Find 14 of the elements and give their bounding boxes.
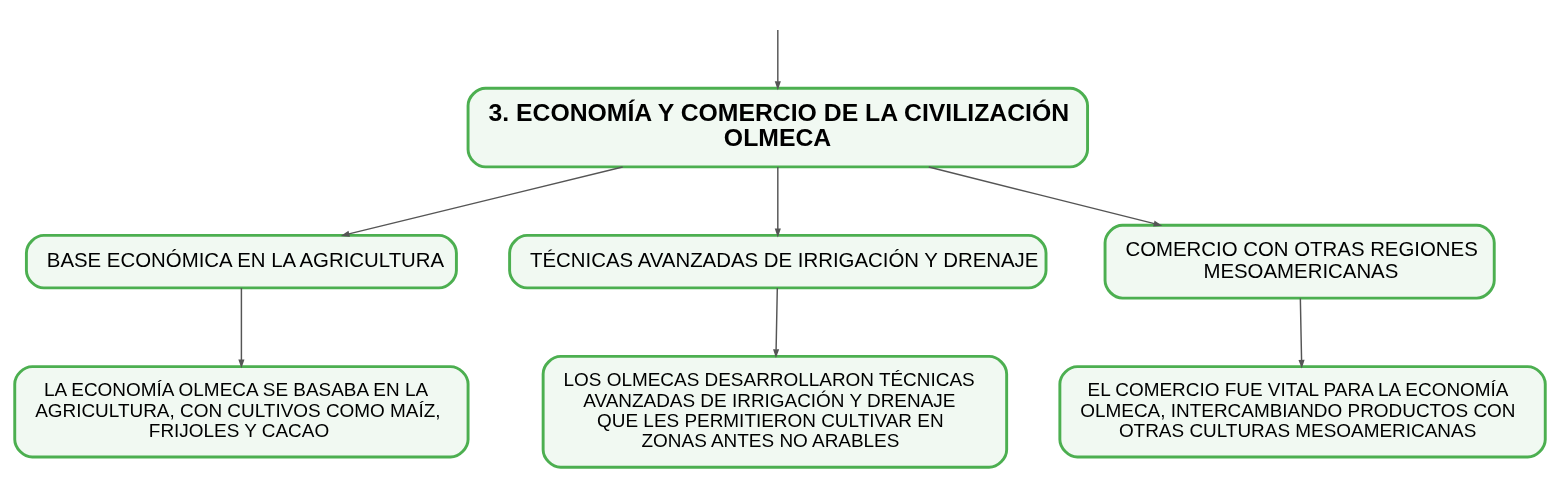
node-box: COMERCIO CON OTRAS REGIONES MESOAMERICANAS [1103,223,1496,300]
node-box: LA ECONOMÍA OLMECA SE BASABA EN LA AGRICULTURA, CON CULTIVOS COMO MAÍZ, FRIJOLES Y CACAO [13,364,470,458]
node-box: BASE ECONÓMICA EN LA AGRICULTURA [24,233,458,289]
node-box: 3. ECONOMÍA Y COMERCIO DE LA CIVILIZACIÓN OLMECA [466,86,1089,168]
node-box: TÉCNICAS AVANZADAS DE IRRIGACIÓN Y DRENAJE [508,233,1048,289]
arrow [1298,297,1305,369]
arrow [773,286,780,358]
arrow [774,28,781,90]
arrow [928,165,1163,226]
arrow [340,165,624,237]
arrow [774,165,781,237]
node-box: LOS OLMECAS DESARROLLARON TÉCNICAS AVANZADAS DE IRRIGACIÓN Y DRENAJE QUE LES PERMITIERON CULTIVAR EN ZONAS ANTES NO ARABLES [541,354,1009,469]
node-box: EL COMERCIO FUE VITAL PARA LA ECONOMÍA OLMECA, INTERCAMBIANDO PRODUCTOS CON OTRAS CULTURAS MESOAMERICANAS [1058,364,1547,458]
arrow [238,286,245,368]
